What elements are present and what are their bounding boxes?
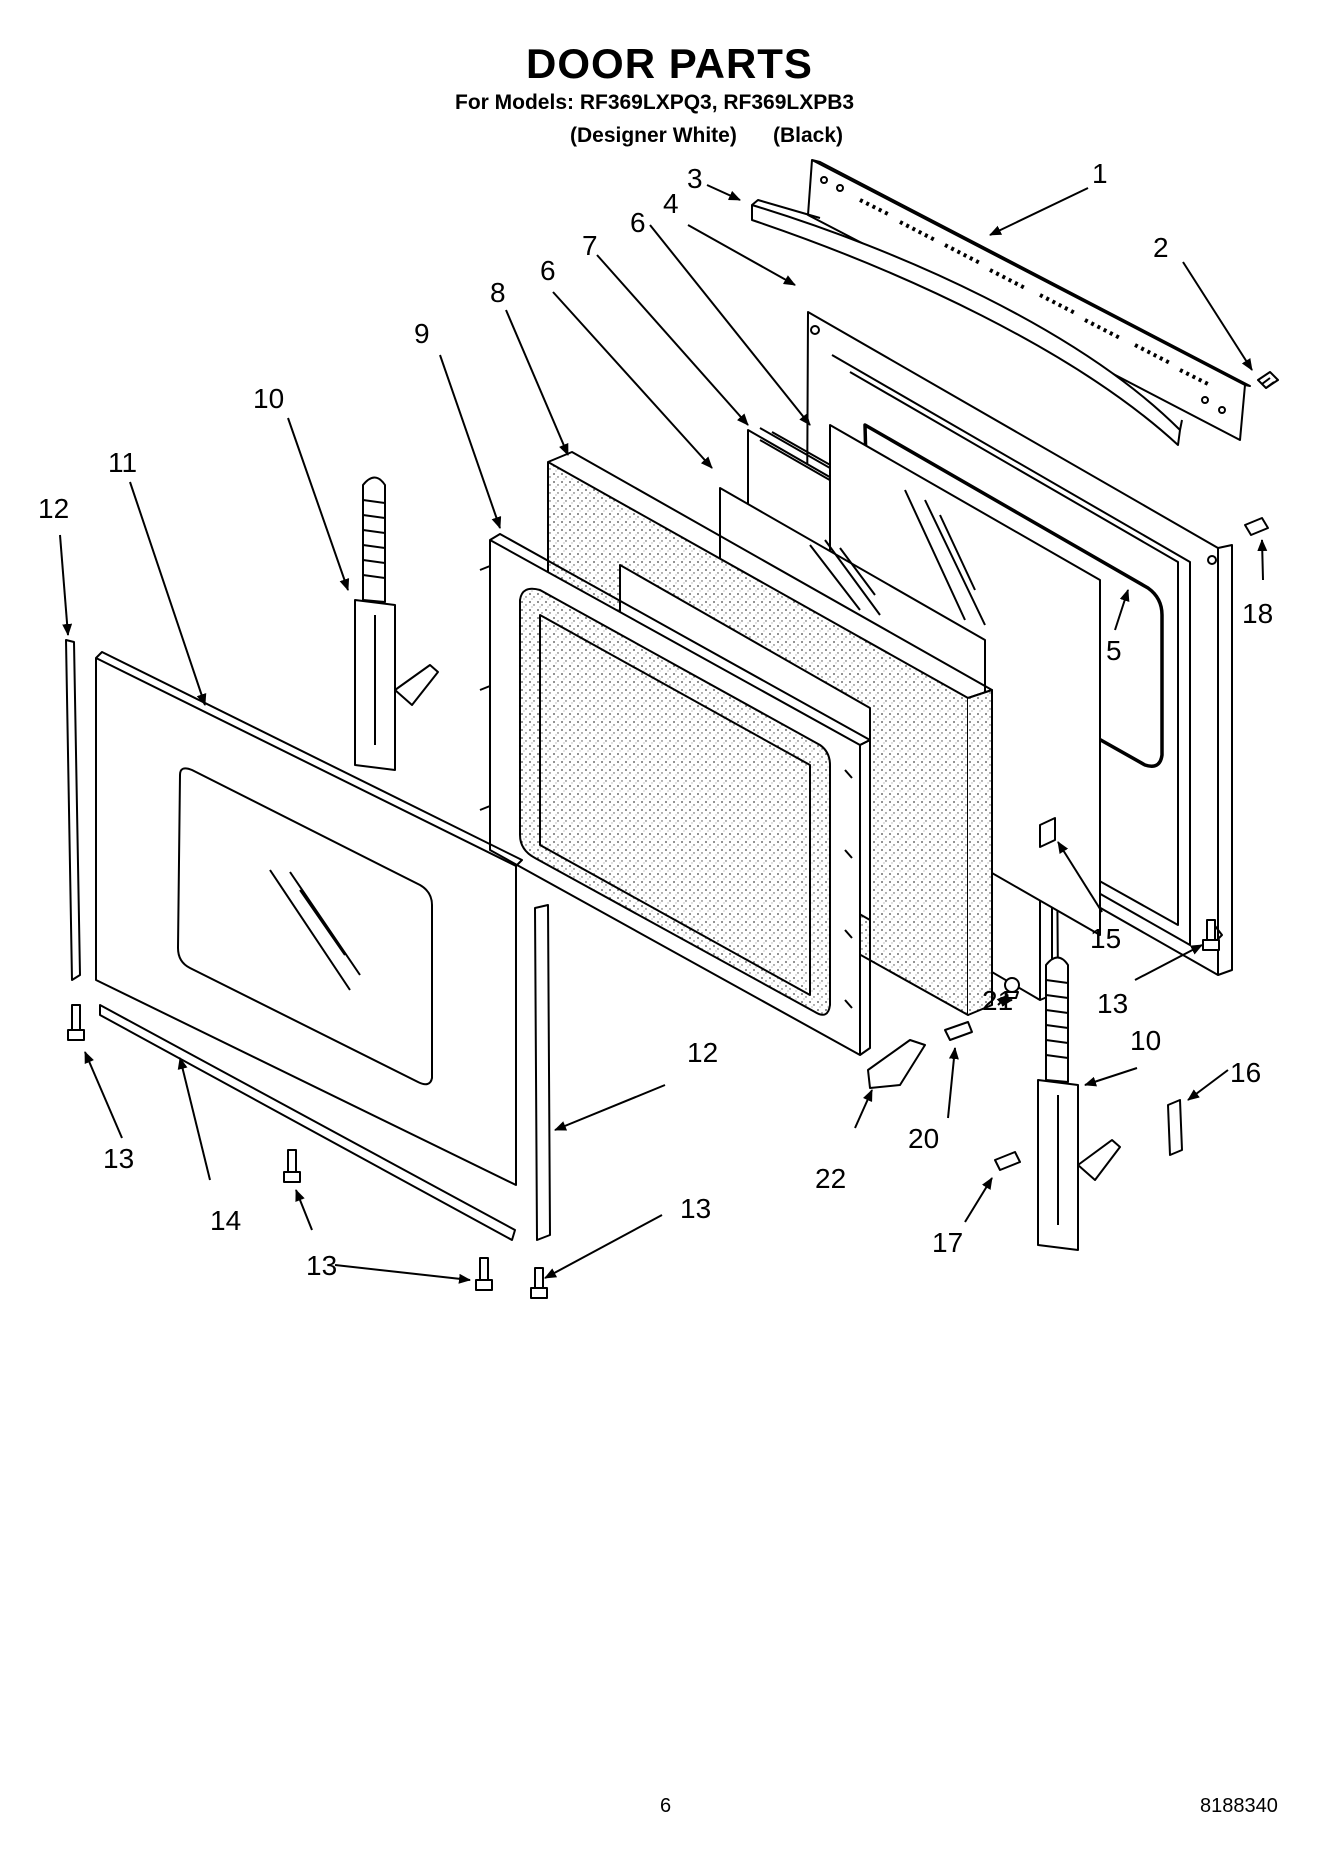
side-trim-left-part [65,639,81,981]
callout-22: 22 [815,1163,846,1194]
screw-part-18 [1244,517,1269,536]
door-handle-part [751,199,1183,446]
leader-lines [59,184,1268,1284]
bumper-part-21 [1004,977,1020,999]
callout-18: 18 [1242,598,1273,629]
color-black: (Black) [773,124,844,147]
callout-6-upper: 6 [630,207,646,238]
callout-7: 7 [582,230,598,261]
callout-labels: 1 2 3 4 5 6 6 7 8 9 10 10 11 12 12 13 13… [38,158,1273,1281]
screw-part-20 [944,1021,973,1041]
document-number: 8188340 [1200,1795,1278,1817]
callout-3: 3 [687,163,703,194]
callout-11: 11 [108,447,137,478]
callout-13-a: 13 [103,1143,134,1174]
callout-1: 1 [1092,158,1108,189]
callout-2: 2 [1153,232,1169,263]
callout-17: 17 [932,1227,963,1258]
callout-21: 21 [982,985,1013,1016]
outer-door-glass-part [95,651,523,1186]
screw-part-13-e [1202,919,1220,951]
callout-13-b: 13 [306,1250,337,1281]
vent-trim-part [807,159,1251,441]
callout-14: 14 [210,1205,241,1236]
callout-4: 4 [663,188,679,219]
callout-13-d: 13 [1097,988,1128,1019]
plate-part-16 [1167,1099,1183,1156]
hinge-right-part [1037,956,1121,1251]
callout-6-lower: 6 [540,255,556,286]
page-number: 6 [660,1795,672,1817]
callout-10-right: 10 [1130,1025,1161,1056]
callout-13-c: 13 [680,1193,711,1224]
bracket-part-22 [867,1039,926,1089]
callout-12-left: 12 [38,493,69,524]
screw-part-13-a [67,1004,85,1041]
door-gasket-part [863,423,1164,768]
callout-9: 9 [414,318,430,349]
callout-12-right: 12 [687,1037,718,1068]
screw-part-13-c [475,1257,493,1291]
page-title: DOOR PARTS [526,40,813,87]
callout-15: 15 [1090,923,1121,954]
screw-part-13-b [283,1149,301,1183]
color-designer-white: (Designer White) [570,124,737,147]
callout-10-left: 10 [253,383,284,414]
side-trim-right-part [534,904,551,1241]
clip-part-15 [1039,817,1056,848]
models-line: For Models: RF369LXPQ3, RF369LXPB3 [455,91,855,114]
screw-part-13-d [530,1267,548,1299]
bottom-trim-part [99,1004,516,1241]
callout-8: 8 [490,277,506,308]
screw-part-2 [1257,371,1279,389]
callout-20: 20 [908,1123,939,1154]
callout-16: 16 [1230,1057,1261,1088]
hinge-left-part [354,476,439,771]
door-liner-part [479,533,871,1056]
callout-5: 5 [1106,635,1122,666]
screw-part-17 [994,1151,1021,1171]
